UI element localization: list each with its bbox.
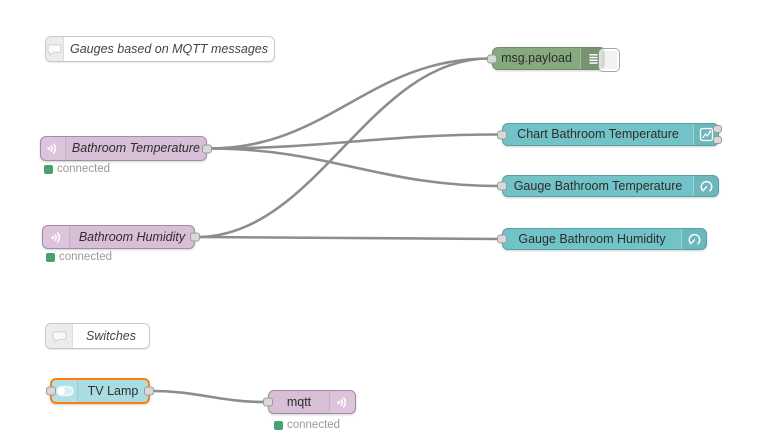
node-bathroom-temperature[interactable]: Bathroom Temperature — [40, 136, 212, 161]
status-text: connected — [59, 251, 113, 263]
wire-temp-to-chart — [208, 133, 500, 150]
input-port[interactable] — [46, 386, 56, 396]
node-gauge-bathroom-humidity[interactable]: Gauge Bathroom Humidity — [497, 228, 707, 250]
status-dot — [46, 252, 55, 262]
node-label: Gauge Bathroom Temperature — [513, 178, 683, 193]
speech-bubble-icon — [46, 37, 64, 61]
input-port[interactable] — [497, 234, 507, 244]
node-label: Bathroom Humidity — [78, 229, 186, 244]
status-text: connected — [287, 419, 341, 431]
gauge-icon — [693, 176, 718, 196]
node-bump — [713, 136, 722, 144]
node-chart-bathroom-temperature[interactable]: Chart Bathroom Temperature — [497, 123, 722, 146]
list-icon — [580, 48, 605, 69]
comment-node-gauges[interactable]: Gauges based on MQTT messages — [45, 36, 275, 62]
node-bump — [713, 125, 722, 133]
status-dot — [44, 164, 53, 174]
node-label: msg.payload — [501, 51, 572, 66]
node-label: mqtt — [286, 394, 312, 409]
broadcast-icon — [41, 137, 66, 160]
broadcast-icon — [43, 226, 70, 248]
status-dot — [274, 420, 283, 430]
wire-humidity-to-debug — [196, 57, 490, 239]
input-port[interactable] — [263, 397, 273, 407]
status-bathroom-humidity: connected — [46, 251, 112, 263]
input-port[interactable] — [497, 130, 507, 139]
comment-label: Gauges based on MQTT messages — [69, 41, 268, 56]
node-label: TV Lamp — [87, 383, 139, 398]
node-tv-lamp[interactable]: TV Lamp — [46, 378, 154, 404]
node-gauge-bathroom-temperature[interactable]: Gauge Bathroom Temperature — [497, 175, 719, 197]
node-label: Chart Bathroom Temperature — [517, 127, 679, 142]
status-text: connected — [57, 163, 111, 175]
output-port[interactable] — [190, 232, 200, 242]
wire-temp-to-gauge — [208, 147, 500, 188]
status-mqtt-out: connected — [274, 419, 340, 431]
status-bathroom-temperature: connected — [44, 163, 110, 175]
node-mqtt-out[interactable]: mqtt — [263, 390, 356, 414]
comment-label: Switches — [85, 328, 137, 343]
input-port[interactable] — [497, 181, 507, 191]
node-msg-payload[interactable]: msg.payload — [487, 47, 620, 72]
toggle-icon — [52, 380, 78, 402]
node-label: Gauge Bathroom Humidity — [518, 231, 666, 246]
chart-icon — [693, 124, 718, 145]
node-label: Bathroom Temperature — [71, 141, 200, 156]
output-port[interactable] — [202, 144, 212, 153]
input-port[interactable] — [487, 54, 497, 63]
gauge-icon — [681, 229, 706, 249]
comment-node-switches[interactable]: Switches — [45, 323, 150, 349]
wire-humidity-to-gauge — [196, 235, 500, 241]
broadcast-icon — [329, 391, 355, 413]
node-bathroom-humidity[interactable]: Bathroom Humidity — [42, 225, 200, 249]
output-port[interactable] — [144, 386, 154, 396]
wire-tvlamp-to-mqtt — [151, 389, 266, 404]
speech-bubble-icon — [46, 324, 73, 348]
wire-temp-to-debug — [208, 57, 490, 150]
